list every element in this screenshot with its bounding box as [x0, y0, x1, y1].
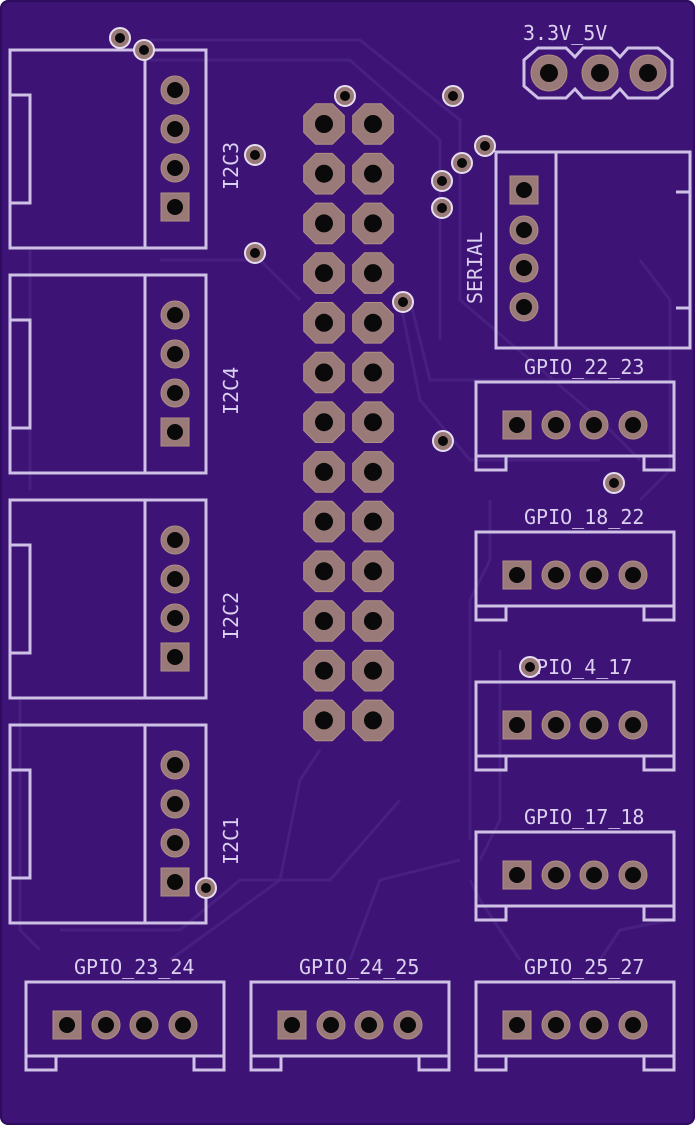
- header-pin: [352, 451, 394, 493]
- via: [195, 877, 217, 899]
- header-pin: [352, 252, 394, 294]
- via: [244, 242, 266, 264]
- vias: [109, 27, 625, 899]
- header-pin: [352, 302, 394, 344]
- header-pin: [352, 550, 394, 593]
- header-pin: [303, 699, 345, 742]
- i2c-label: I2C1: [219, 817, 243, 865]
- via: [442, 85, 464, 107]
- header-pin: [352, 649, 394, 692]
- pin-header-2x13: [303, 103, 394, 742]
- gpio-connector-bottom-2: GPIO_24_25: [249, 955, 451, 1072]
- header-pin: [303, 152, 345, 195]
- i2c-connector-i2c3: I2C3: [8, 48, 243, 250]
- jumper-label: 3.3V_5V: [523, 21, 607, 45]
- header-pin: [303, 202, 345, 245]
- i2c-label: I2C4: [219, 367, 243, 415]
- gpio-connector-right-4: GPIO_17_18: [474, 805, 676, 922]
- via: [603, 472, 625, 494]
- jumper-3v3-5v: 3.3V_5V: [522, 21, 674, 100]
- via: [432, 430, 454, 452]
- gpio-label: GPIO_18_22: [524, 505, 644, 529]
- gpio-label: GPIO_4_17: [524, 655, 632, 679]
- via: [431, 170, 453, 192]
- via: [431, 197, 453, 219]
- gpio-connector-bottom-3: GPIO_25_27: [474, 955, 676, 1072]
- header-pin: [352, 202, 394, 245]
- gpio-connector-bottom-1: GPIO_23_24: [24, 955, 226, 1072]
- serial-connector: SERIAL: [463, 150, 692, 350]
- serial-label: SERIAL: [463, 232, 487, 304]
- via: [451, 152, 473, 174]
- header-pin: [303, 302, 345, 344]
- header-pin: [352, 699, 394, 742]
- gpio-connector-right-3: GPIO_4_17: [474, 655, 676, 772]
- header-pin: [352, 500, 394, 543]
- gpio-label: GPIO_22_23: [524, 355, 644, 379]
- header-pin: [303, 600, 345, 642]
- i2c-label: I2C2: [219, 592, 243, 640]
- header-pin: [303, 451, 345, 493]
- header-pin: [352, 103, 394, 145]
- i2c-connector-i2c2: I2C2: [8, 498, 243, 700]
- via: [474, 135, 496, 157]
- via: [133, 39, 155, 61]
- via: [244, 144, 266, 166]
- via: [334, 85, 356, 107]
- header-pin: [303, 649, 345, 692]
- header-pin: [303, 103, 345, 145]
- header-pin: [303, 351, 345, 394]
- header-pin: [352, 152, 394, 195]
- i2c-connector-i2c1: I2C1: [8, 723, 243, 925]
- header-pin: [352, 401, 394, 443]
- gpio-bottom-connectors: GPIO_23_24 GPIO_24_25 GPIO_25_27: [24, 955, 676, 1072]
- header-pin: [303, 500, 345, 543]
- gpio-label: GPIO_23_24: [74, 955, 194, 979]
- trace-layer: [18, 38, 672, 962]
- gpio-label: GPIO_24_25: [299, 955, 419, 979]
- header-pin: [352, 600, 394, 642]
- i2c-label: I2C3: [219, 142, 243, 190]
- header-pin: [303, 401, 345, 443]
- via: [109, 27, 131, 49]
- header-pin: [352, 351, 394, 394]
- gpio-label: GPIO_17_18: [524, 805, 644, 829]
- header-pin: [303, 252, 345, 294]
- gpio-connector-right-1: GPIO_22_23: [474, 355, 676, 472]
- gpio-connector-right-2: GPIO_18_22: [474, 505, 676, 622]
- header-pin: [303, 550, 345, 593]
- i2c-connector-i2c4: I2C4: [8, 273, 243, 475]
- via: [392, 291, 414, 313]
- gpio-label: GPIO_25_27: [524, 955, 644, 979]
- via: [519, 656, 541, 678]
